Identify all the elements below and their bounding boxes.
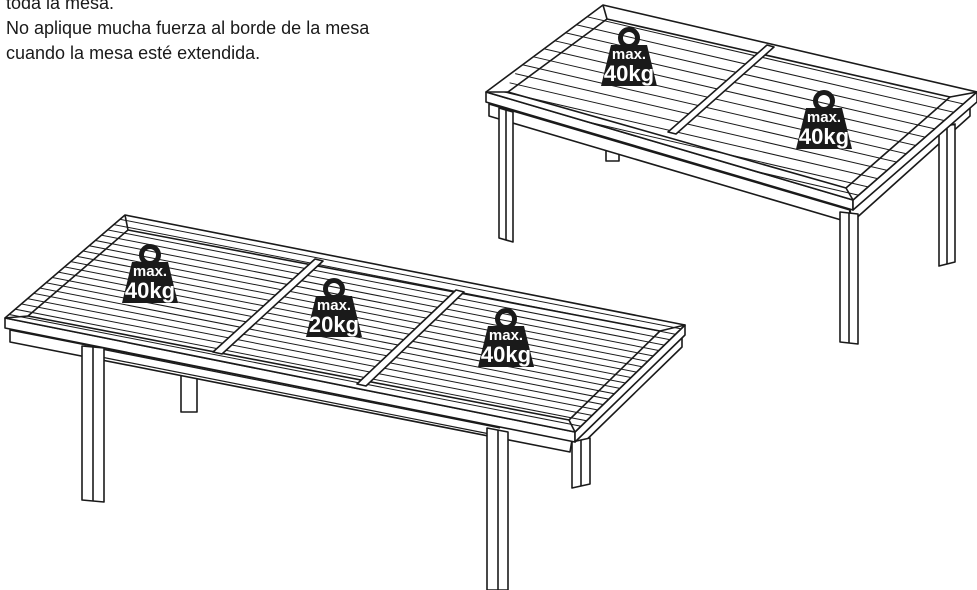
tabletop-slat	[67, 215, 685, 342]
instruction-line-1: toda la mesa.	[6, 0, 115, 13]
weight-label: max.	[612, 46, 646, 63]
weight-icon-extended-left: max. 40kg	[122, 244, 178, 303]
tabletop-slat	[5, 289, 623, 416]
tabletop-slat	[526, 54, 967, 158]
weight-label: max.	[807, 109, 841, 126]
weight-icon-normal-right: max. 40kg	[796, 90, 852, 149]
instructions-text: toda la mesa. No aplique mucha fuerza al…	[6, 0, 369, 66]
instruction-line-3: cuando la mesa esté extendida.	[6, 43, 261, 63]
tabletop-slat	[503, 91, 945, 195]
tabletop-slat	[43, 236, 684, 363]
weight-value: 20kg	[309, 312, 359, 337]
weight-value: 40kg	[604, 61, 654, 86]
weight-icon-extended-middle: max. 20kg	[306, 278, 362, 337]
tabletop-slat	[554, 8, 977, 112]
tabletop-slat	[5, 305, 605, 432]
tabletop-slat	[543, 27, 977, 131]
tabletop-slat	[509, 82, 950, 186]
table-extended-leaf-divider-1	[212, 258, 324, 355]
weight-value: 40kg	[481, 342, 531, 367]
tabletop-slat	[520, 63, 961, 167]
tabletop-slat	[5, 278, 635, 405]
weight-icon-normal-left: max. 40kg	[601, 27, 657, 86]
table-normal	[485, 4, 977, 345]
weight-icon-extended-right: max. 40kg	[478, 308, 534, 367]
instruction-line-2: No aplique mucha fuerza al borde de la m…	[6, 18, 370, 38]
weight-label: max.	[133, 263, 167, 280]
table-extended	[4, 214, 686, 590]
table-extended-leaf-divider-2	[356, 289, 465, 387]
tabletop-slat	[55, 225, 685, 352]
tabletop-slat	[5, 284, 629, 410]
tabletop-slat	[61, 220, 685, 347]
weight-value: 40kg	[799, 124, 849, 149]
weight-label: max.	[317, 297, 351, 314]
table-normal-top-divider	[667, 44, 775, 135]
weight-value: 40kg	[125, 278, 175, 303]
tabletop-slat	[515, 73, 956, 177]
weight-label: max.	[489, 327, 523, 344]
tabletop-slat	[73, 215, 685, 336]
tabletop-slat	[531, 45, 973, 149]
tabletop-slat	[5, 294, 617, 421]
tabletop-slat	[5, 299, 611, 426]
